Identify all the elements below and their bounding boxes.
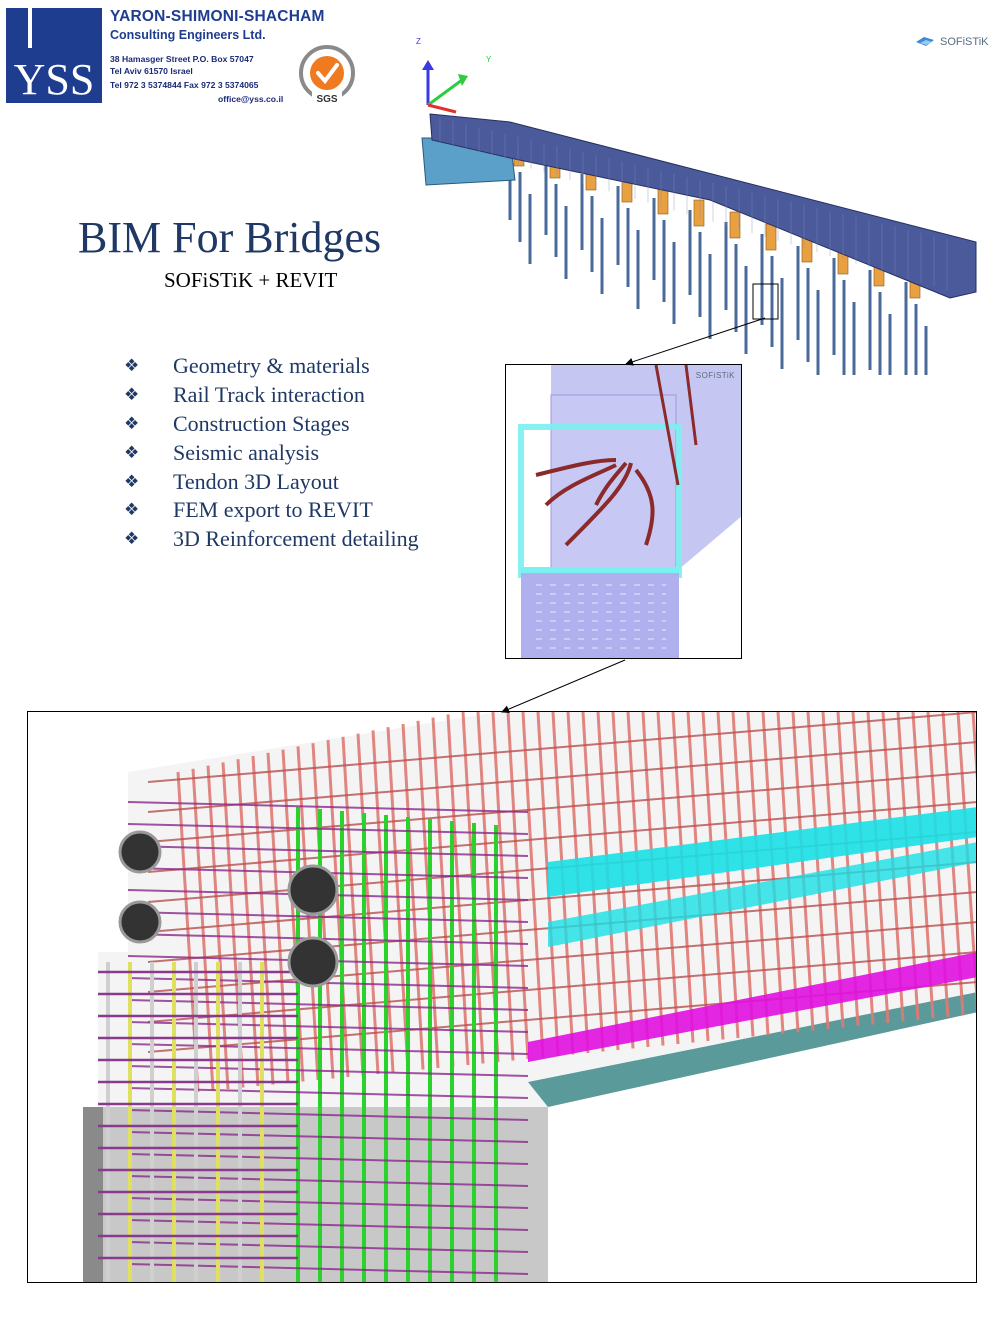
sofistik-logo-text: SOFiSTiK xyxy=(940,36,989,48)
list-item: ❖ FEM export to REVIT xyxy=(124,496,419,525)
bridge-deck xyxy=(429,113,977,299)
tendon-magenta xyxy=(528,952,976,1062)
diamond-bullet-icon: ❖ xyxy=(124,471,140,491)
detail-sofistik-logo: SOFiSTiK xyxy=(695,371,735,380)
company-name: YARON-SHIMONI-SHACHAM xyxy=(110,8,325,25)
diamond-bullet-icon: ❖ xyxy=(124,356,140,376)
pile-group xyxy=(508,150,928,375)
anchorage-detail-view: SOFiSTiK xyxy=(505,364,742,659)
pier-reinforcement xyxy=(98,962,298,1282)
diamond-bullet-icon: ❖ xyxy=(124,442,140,462)
feature-list: ❖ Geometry & materials ❖ Rail Track intera… xyxy=(124,352,419,554)
reinforcement-drawing xyxy=(83,712,976,1282)
diamond-bullet-icon: ❖ xyxy=(124,500,140,520)
pier-cap xyxy=(657,187,669,215)
list-item: ❖ Construction Stages xyxy=(124,410,419,439)
pier-cap xyxy=(693,199,705,227)
sgs-certification-badge: SGS xyxy=(299,45,355,105)
feature-label: Rail Track interaction xyxy=(173,382,365,408)
list-item: ❖ Seismic analysis xyxy=(124,438,419,467)
diamond-bullet-icon: ❖ xyxy=(124,385,140,405)
diamond-bullet-icon: ❖ xyxy=(124,529,140,549)
sofistik-logo: SOFiSTiK xyxy=(916,36,989,48)
list-item: ❖ Tendon 3D Layout xyxy=(124,467,419,496)
page-title: BIM For Bridges xyxy=(78,213,382,262)
company-subtitle: Consulting Engineers Ltd. xyxy=(110,28,266,42)
feature-label: Geometry & materials xyxy=(173,353,370,379)
feature-label: Construction Stages xyxy=(173,410,350,436)
z-axis-label: Z xyxy=(416,37,421,46)
feature-label: Tendon 3D Layout xyxy=(173,468,339,494)
list-item: ❖ Rail Track interaction xyxy=(124,381,419,410)
list-item: ❖ 3D Reinforcement detailing xyxy=(124,525,419,554)
feature-label: Seismic analysis xyxy=(173,439,320,465)
list-item: ❖ Geometry & materials xyxy=(124,352,419,381)
page-subtitle: SOFiSTiK + REVIT xyxy=(164,268,338,292)
detail-marker xyxy=(752,283,779,320)
anchorage-detail-drawing xyxy=(506,365,741,658)
sofistik-icon xyxy=(916,37,934,46)
y-axis-label: Y xyxy=(486,55,492,64)
reinforcement-3d-view xyxy=(27,711,977,1283)
yss-logo: YSS xyxy=(6,8,102,103)
address-line-1: 38 Hamasger Street P.O. Box 57047 xyxy=(110,54,254,64)
address-line-2: Tel Aviv 61570 Israel xyxy=(110,66,193,76)
pier-cap xyxy=(729,211,741,239)
sgs-label: SGS xyxy=(316,94,337,105)
tendon-anchor-icon xyxy=(118,830,339,988)
pier-cap xyxy=(765,223,777,251)
feature-label: FEM export to REVIT xyxy=(173,497,373,523)
axis-triad-icon: Z Y xyxy=(416,37,492,114)
yss-logo-text: YSS xyxy=(14,55,95,103)
diamond-bullet-icon: ❖ xyxy=(124,413,140,433)
arrow-to-rebar xyxy=(501,659,626,713)
deck-mesh xyxy=(439,118,948,291)
tendon-cyan xyxy=(548,807,976,897)
bridge-fem-model: Z Y xyxy=(416,37,977,375)
address-line-3: Tel 972 3 5374844 Fax 972 3 5374065 xyxy=(110,80,259,90)
email-address: office@yss.co.il xyxy=(218,94,284,104)
feature-label: 3D Reinforcement detailing xyxy=(173,526,419,552)
